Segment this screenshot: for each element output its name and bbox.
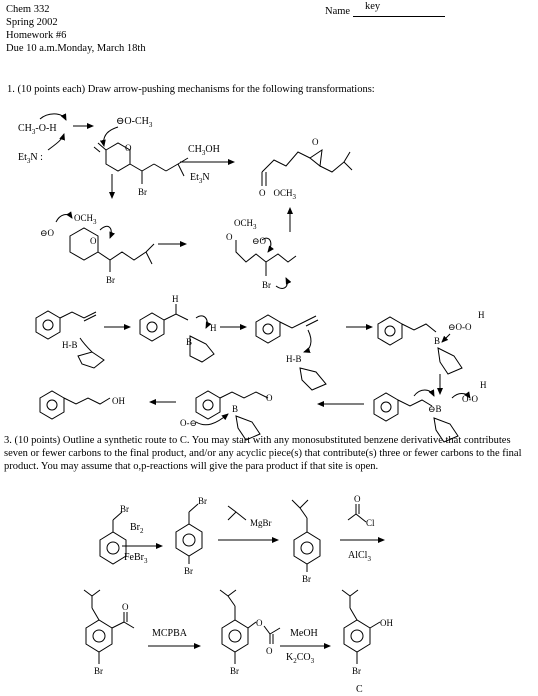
svg-text:Et3N :: Et3N : (18, 152, 43, 165)
svg-text:MgBr: MgBr (250, 518, 272, 528)
product-label-c: C (356, 684, 363, 695)
svg-text:B: B (434, 336, 440, 346)
svg-text:CH3OH: CH3OH (188, 144, 220, 157)
svg-text:H: H (210, 323, 217, 333)
name-value: key (365, 1, 381, 12)
svg-text:B: B (232, 404, 238, 414)
svg-text:H-B: H-B (286, 354, 302, 364)
svg-text:O: O (266, 393, 273, 403)
course-name: Chem 332 (6, 4, 50, 15)
assignment-title: Homework #6 (6, 30, 67, 41)
svg-text:OH: OH (380, 618, 393, 628)
svg-text:Br: Br (230, 666, 239, 676)
name-label: Name (325, 6, 351, 17)
svg-text:⊖B: ⊖B (428, 404, 442, 414)
svg-text:AlCl3: AlCl3 (348, 550, 371, 563)
svg-text:H: H (480, 380, 487, 390)
svg-text:H: H (172, 294, 179, 304)
svg-text:O: O (226, 232, 233, 242)
svg-text:O: O (354, 494, 361, 504)
term: Spring 2002 (6, 17, 58, 28)
svg-text:Br: Br (184, 566, 193, 576)
svg-text:⊖O: ⊖O (252, 236, 267, 246)
svg-text:Et3N: Et3N (190, 172, 210, 185)
svg-text:OCH3: OCH3 (234, 218, 257, 231)
svg-text:Br: Br (262, 280, 271, 290)
svg-text:O: O (122, 602, 129, 612)
svg-text:O: O (312, 137, 319, 147)
mechanism-2: H-B H B H H-B B ⊖O-O H (35, 294, 487, 443)
svg-text:O: O (90, 236, 97, 246)
question-3-prompt: 3. (10 points) Outline a synthetic route… (4, 435, 522, 472)
svg-text:Br: Br (302, 574, 311, 584)
svg-text:O: O (125, 143, 132, 153)
svg-text:Br2: Br2 (130, 522, 144, 535)
svg-text:B: B (186, 337, 192, 347)
svg-text:O: O (266, 646, 273, 656)
svg-text:Br: Br (352, 666, 361, 676)
svg-text:Br: Br (94, 666, 103, 676)
synthesis-route: Br Br2 FeBr3 Br Br MgBr Br O Cl AlCl3 (83, 494, 393, 695)
due-date: Due 10 a.m.Monday, March 18th (6, 43, 146, 54)
svg-text:O-⊖: O-⊖ (180, 418, 197, 428)
svg-text:CH3-O-H: CH3-O-H (18, 123, 57, 136)
svg-text:H-B: H-B (62, 340, 78, 350)
svg-text:FeBr3: FeBr3 (124, 552, 148, 565)
svg-text:Cl: Cl (366, 518, 375, 528)
svg-text:OCH3: OCH3 (74, 213, 97, 226)
svg-text:OH: OH (112, 396, 125, 406)
svg-text:Br: Br (198, 496, 207, 506)
header-block: Chem 332 Spring 2002 Homework #6 Due 10 … (6, 3, 146, 55)
svg-text:⊖O-CH3: ⊖O-CH3 (116, 116, 153, 129)
name-line (353, 6, 446, 17)
curved-arrow (39, 113, 67, 121)
svg-text:O-O: O-O (462, 394, 478, 404)
svg-text:MeOH: MeOH (290, 628, 318, 639)
question-1-prompt: 1. (10 points each) Draw arrow-pushing m… (7, 84, 375, 95)
name-field: Name key (325, 1, 446, 17)
svg-text:⊖O: ⊖O (40, 228, 55, 238)
svg-text:MCPBA: MCPBA (152, 628, 188, 639)
svg-text:O: O (256, 618, 263, 628)
svg-text:⊖O-O: ⊖O-O (448, 322, 472, 332)
mechanism-1: CH3-O-H Et3N : ⊖O-CH3 O Br CH3OH Et3N O (18, 113, 353, 290)
svg-text:Br: Br (138, 187, 147, 197)
svg-text:K2CO3: K2CO3 (286, 652, 315, 665)
svg-text:Br: Br (120, 504, 129, 514)
svg-text:Br: Br (106, 275, 115, 285)
svg-text:H: H (478, 310, 485, 320)
